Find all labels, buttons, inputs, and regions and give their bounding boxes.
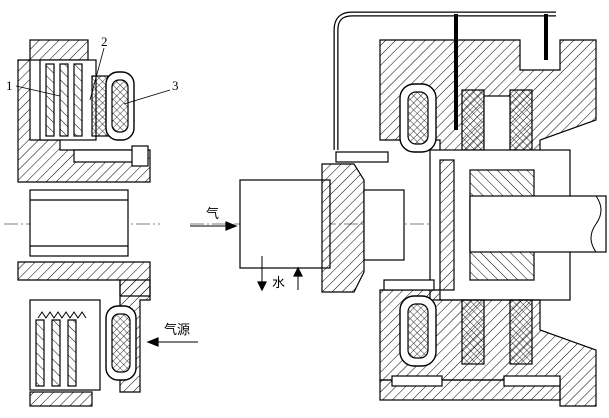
leader-3 [123,89,171,105]
flow-label-air: 气 [206,206,219,222]
input-shaft [239,179,331,269]
upper-friction-1 [461,89,485,151]
left-top-flange [29,39,89,61]
upper-friction-2 [509,89,533,151]
part-label-2: 2 [101,34,108,49]
bolt-lower-2 [391,375,443,387]
left-springs [37,311,87,319]
lower-friction-1 [461,299,485,365]
flow-label-air-source: 气源 [164,322,190,338]
bolt-lower-1 [383,279,435,291]
shaft-collar [321,163,365,293]
right-section-view [190,11,607,407]
part-label-1: 1 [6,78,13,93]
bolt-upper [335,151,389,163]
part-label-3: 3 [172,78,179,93]
bolt-lower-3 [503,375,561,387]
leader-1 [15,85,61,97]
left-upper-bolt [73,149,137,163]
left-section-view [4,39,198,407]
output-shaft [469,195,607,253]
flow-label-water: 水 [272,276,285,291]
lower-friction-2 [509,299,533,365]
left-bore [29,189,129,257]
leader-2 [89,47,105,101]
